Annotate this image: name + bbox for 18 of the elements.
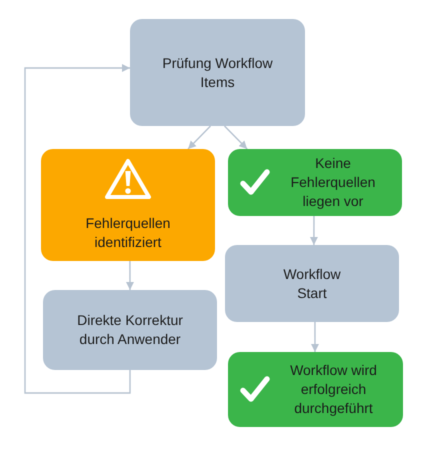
- arrow: [310, 322, 319, 352]
- arrow: [24, 64, 131, 394]
- box-label: Workflow Start: [282, 264, 342, 302]
- box-label: Prüfung Workflow Items: [161, 54, 274, 92]
- success-box: [228, 352, 403, 427]
- success-box: [228, 149, 402, 216]
- box-label: Direkte Korrektur durch Anwender: [76, 311, 184, 349]
- box-label: Keine Fehlerquellen liegen vor: [290, 154, 376, 211]
- process-box: [43, 290, 217, 370]
- alert-box: [41, 149, 215, 261]
- arrow: [224, 126, 248, 150]
- process-box: [225, 245, 399, 322]
- box-label: Workflow wird erfolgreich durchgeführt: [289, 361, 378, 418]
- arrow: [188, 126, 211, 150]
- box-label: Fehlerquellen identifiziert: [84, 214, 172, 252]
- process-box: [130, 19, 305, 126]
- arrow: [310, 216, 318, 245]
- arrow: [126, 261, 134, 290]
